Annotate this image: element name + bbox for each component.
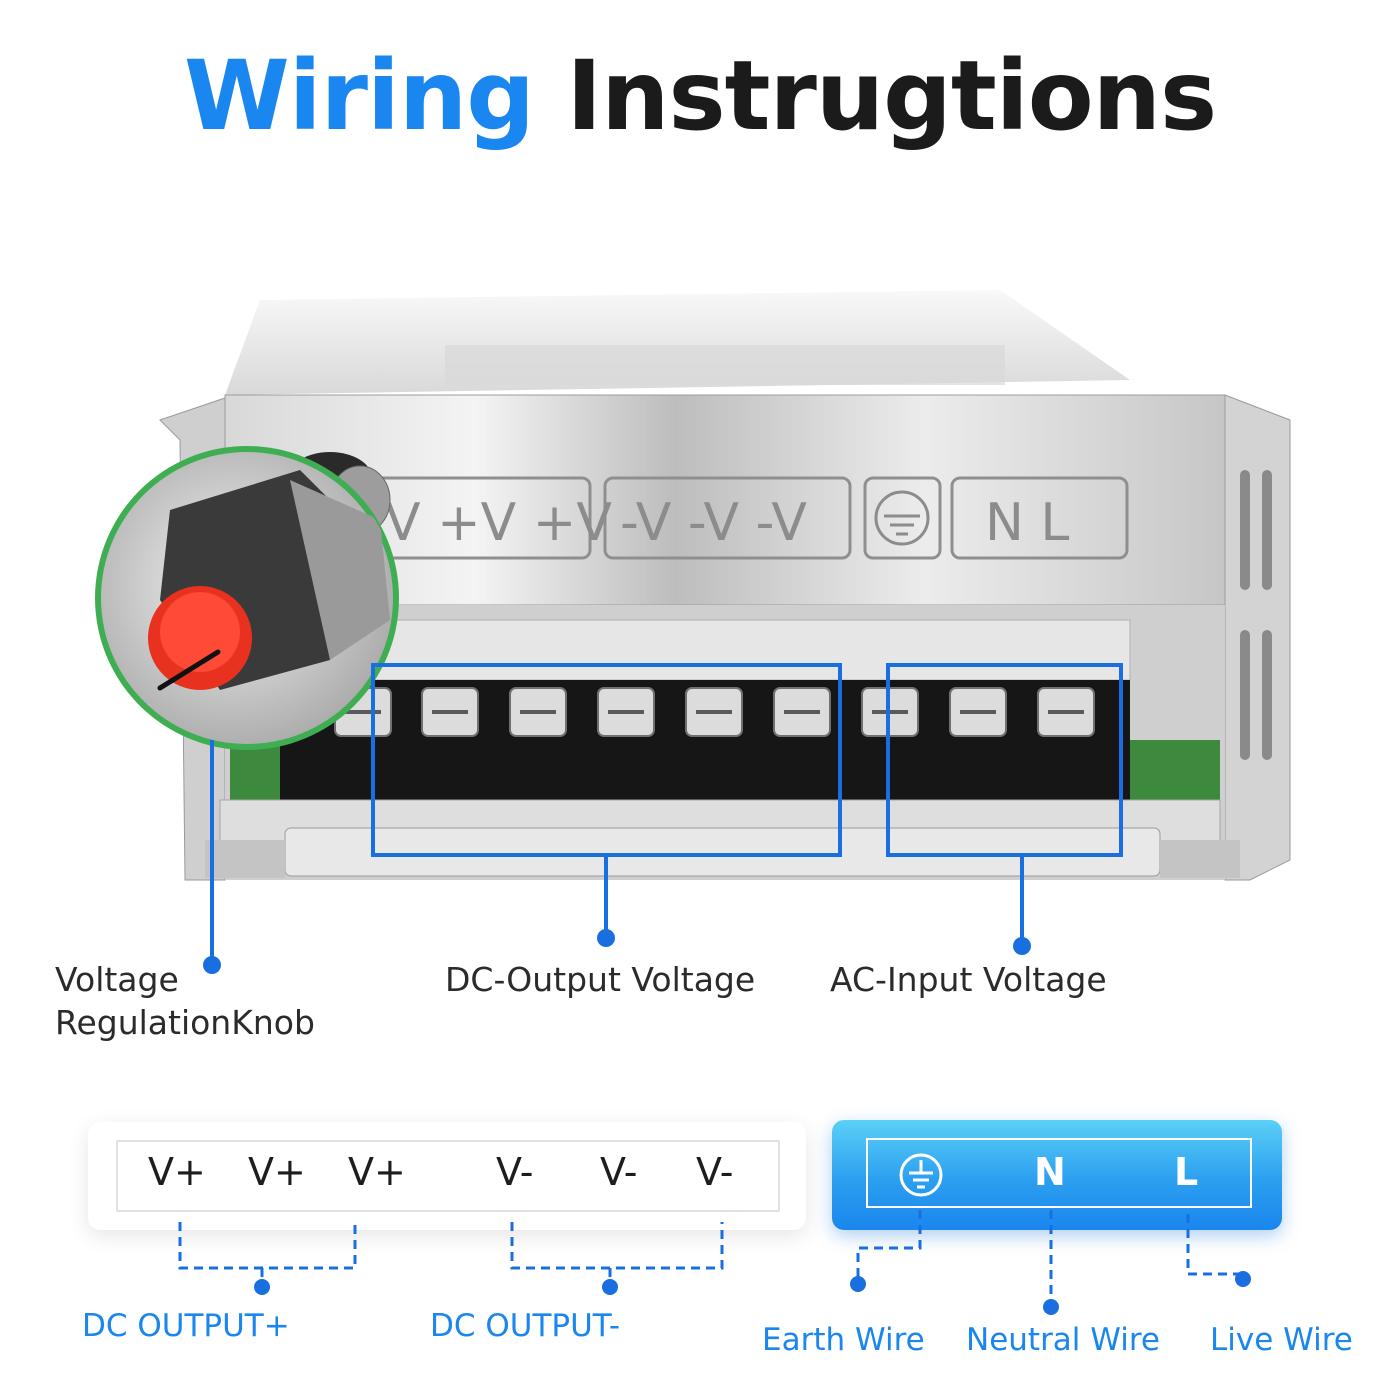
live-wire-label: Live Wire (1210, 1322, 1353, 1358)
title-part-instructions: Instrugtions (566, 40, 1217, 152)
ground-icon (899, 1153, 943, 1197)
knob-label: Voltage RegulationKnob (55, 958, 315, 1044)
ac-input-label: AC-Input Voltage (830, 960, 1107, 999)
terminal-n: N (1034, 1150, 1066, 1194)
dc-output-plus-label: DC OUTPUT+ (82, 1308, 290, 1344)
page-title: Wiring Instrugtions (0, 40, 1400, 152)
dc-terminal-box (116, 1140, 780, 1212)
terminal-l: L (1174, 1150, 1199, 1194)
knob-label-line2: RegulationKnob (55, 1003, 315, 1042)
neutral-wire-label: Neutral Wire (966, 1322, 1160, 1358)
dc-output-minus-label: DC OUTPUT- (430, 1308, 621, 1344)
title-part-wiring: Wiring (183, 40, 535, 152)
svg-text:-V -V -V: -V -V -V (620, 493, 807, 553)
earth-wire-label: Earth Wire (762, 1322, 925, 1358)
dc-terminal-panel: V+ V+ V+ V- V- V- (88, 1122, 806, 1230)
knob-label-line1: Voltage (55, 960, 179, 999)
terminal-v-minus-1: V- (496, 1150, 534, 1194)
terminal-v-plus-2: V+ (248, 1150, 306, 1194)
terminal-v-plus-3: V+ (348, 1150, 406, 1194)
ac-terminal-box (866, 1138, 1252, 1208)
terminal-v-plus-1: V+ (148, 1150, 206, 1194)
terminal-v-minus-3: V- (696, 1150, 734, 1194)
svg-text:V +V +V: V +V +V (385, 493, 612, 553)
svg-text:N L: N L (985, 493, 1069, 553)
ac-terminal-panel: N L (832, 1120, 1282, 1230)
terminal-v-minus-2: V- (600, 1150, 638, 1194)
dc-output-label: DC-Output Voltage (445, 960, 756, 999)
